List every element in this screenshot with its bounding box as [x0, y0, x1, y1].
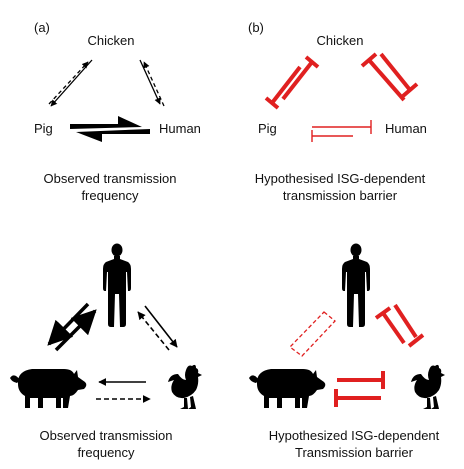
- arrow-chicken-to-human-c: [137, 311, 170, 351]
- panel-d-barriers: [289, 303, 425, 407]
- pig-silhouette-icon: [249, 369, 326, 408]
- panel-c-arrows: [47, 302, 178, 403]
- node-pig-b: Pig: [258, 121, 277, 136]
- barrier-human-chicken-d: [374, 303, 425, 348]
- node-human-b: Human: [385, 121, 427, 136]
- barrier-pig-human-b: [311, 120, 372, 142]
- panel-b-barriers: [264, 52, 419, 142]
- arrow-human-to-chicken-a: [143, 61, 165, 107]
- human-silhouette-icon: [103, 243, 131, 327]
- barrier-pig-chicken-d: [334, 371, 385, 407]
- caption-d: Hypothesized ISG-dependent Transmission …: [269, 427, 440, 461]
- barrier-chicken-pig-b: [264, 55, 320, 110]
- caption-a-line-1: Observed transmission: [43, 171, 177, 186]
- chicken-silhouette-icon: [411, 364, 445, 409]
- node-chicken-b: Chicken: [316, 33, 364, 48]
- barrier-dashed-human-pig-d: [289, 311, 336, 357]
- node-human-a: Human: [159, 121, 201, 136]
- panel-a-label: (a): [34, 20, 50, 35]
- arrow-pig-to-chicken-a: [48, 61, 89, 105]
- caption-c-line-2: frequency: [77, 445, 135, 460]
- caption-a: Observed transmission frequency: [44, 170, 177, 204]
- caption-c-line-1: Observed transmission: [39, 428, 173, 443]
- barrier-chicken-human-b: [360, 52, 419, 102]
- chicken-silhouette-icon: [168, 364, 202, 409]
- caption-b: Hypothesised ISG-dependent transmission …: [255, 170, 426, 204]
- caption-b-line-2: transmission barrier: [282, 188, 398, 203]
- human-silhouette-icon: [342, 243, 370, 327]
- caption-a-line-2: frequency: [81, 188, 139, 203]
- caption-c: Observed transmission frequency: [40, 427, 173, 461]
- node-pig-a: Pig: [34, 121, 53, 136]
- arrow-pig-to-human-c: [54, 309, 97, 352]
- panel-a-arrows: [48, 59, 165, 142]
- panel-b-label: (b): [248, 20, 264, 35]
- caption-b-line-1: Hypothesised ISG-dependent: [254, 171, 426, 186]
- caption-d-line-2: Transmission barrier: [295, 445, 413, 460]
- arrow-chicken-to-pig-a: [50, 59, 93, 107]
- caption-d-line-1: Hypothesized ISG-dependent: [268, 428, 440, 443]
- pig-silhouette-icon: [10, 369, 87, 408]
- arrow-chicken-to-human-a: [139, 59, 161, 105]
- arrow-human-to-pig-a: [76, 129, 150, 142]
- arrow-human-to-chicken-c: [144, 305, 178, 348]
- arrow-pig-to-human-a: [70, 116, 142, 129]
- node-chicken-a: Chicken: [87, 33, 135, 48]
